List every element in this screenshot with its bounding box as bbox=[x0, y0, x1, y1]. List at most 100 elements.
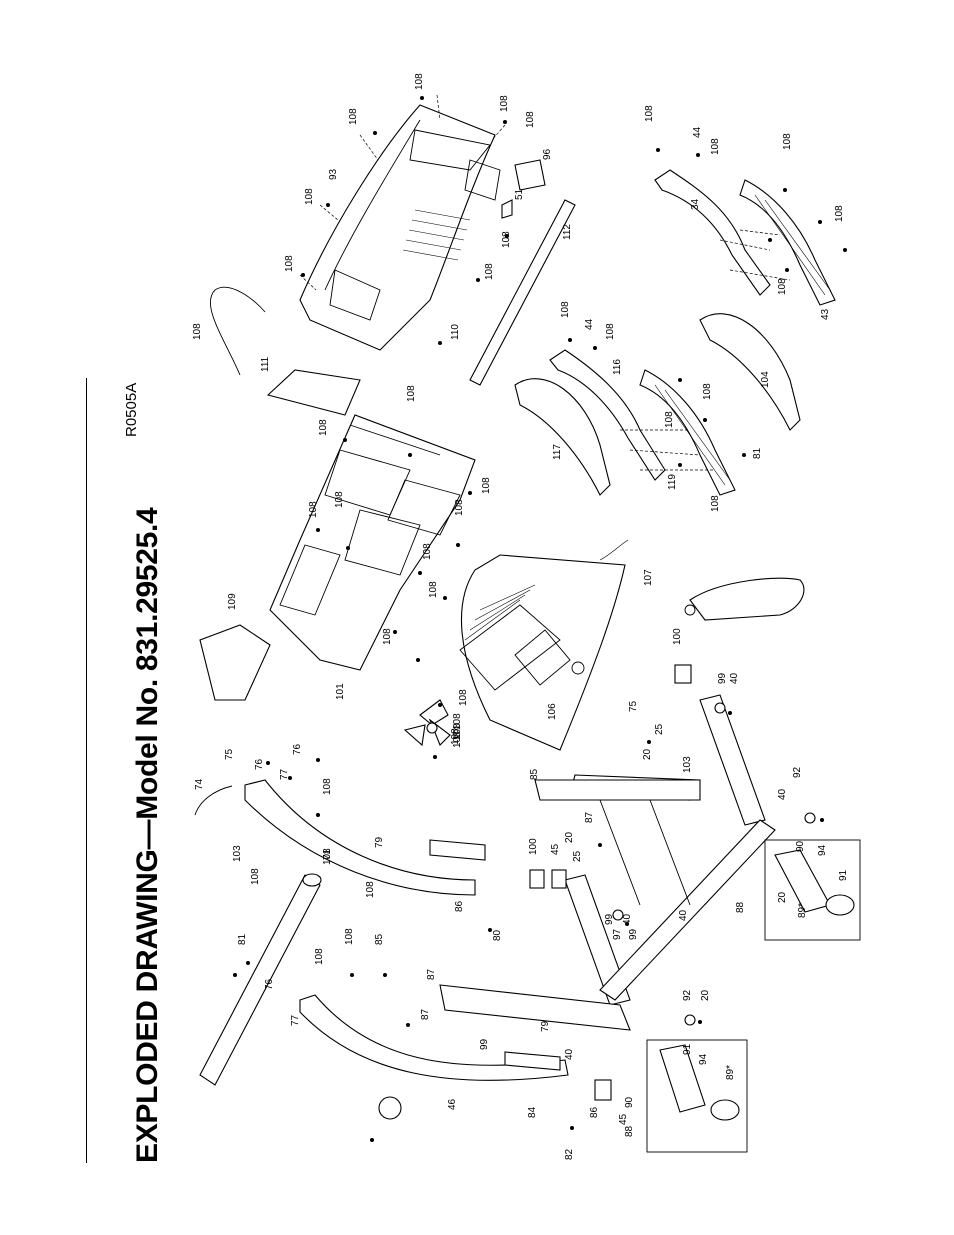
part-number-label: 108 bbox=[605, 323, 616, 340]
upright-84 bbox=[299, 994, 569, 1081]
console-base-101 bbox=[269, 414, 476, 671]
part-number-label: 112 bbox=[562, 224, 573, 240]
part-number-label: 108 bbox=[322, 778, 333, 795]
part-number-label: 108 bbox=[501, 231, 512, 248]
part-number-label: 107 bbox=[643, 569, 654, 586]
part-82 bbox=[378, 1096, 402, 1120]
part-number-label: 108 bbox=[382, 628, 393, 645]
part-number-label: 89* bbox=[797, 903, 808, 918]
channel-110 bbox=[469, 199, 576, 386]
part-number-label: 76 bbox=[254, 758, 265, 770]
console-107 bbox=[459, 539, 629, 751]
part-number-label: 108 bbox=[334, 491, 345, 508]
part-number-label: 75 bbox=[628, 700, 639, 712]
part-number-label: 99 bbox=[604, 913, 615, 925]
part-number-label: 90 bbox=[624, 1096, 635, 1108]
part-number-label: 108 bbox=[710, 495, 721, 512]
part-number-label: 81 bbox=[237, 933, 248, 945]
part-number-label: 87 bbox=[420, 1008, 431, 1020]
part-number-label: 97 bbox=[612, 928, 623, 940]
part-number-label: 108 bbox=[560, 301, 571, 318]
part-number-label: 108 bbox=[250, 868, 261, 885]
handrail-grip-43 bbox=[739, 179, 836, 306]
part-number-label: 91 bbox=[838, 869, 849, 881]
part-number-label: 101 bbox=[335, 683, 346, 700]
part-number-label: 92 bbox=[682, 989, 693, 1001]
part-number-label: 110 bbox=[450, 324, 461, 340]
part-number-label: 108 bbox=[782, 133, 793, 150]
part-number-label: 44 bbox=[692, 126, 703, 138]
part-number-label: 108 bbox=[365, 881, 376, 898]
part-number-label: 40 bbox=[729, 672, 740, 684]
part-number-label: 20 bbox=[777, 891, 788, 903]
part-number-label: 40 bbox=[777, 788, 788, 800]
part-number-label: 108 bbox=[452, 723, 463, 740]
part-number-label: 103 bbox=[682, 756, 693, 773]
small-part-51 bbox=[501, 199, 513, 219]
wire-74 bbox=[194, 785, 233, 816]
part-number-label: 111 bbox=[260, 356, 271, 372]
part-number-label: 79 bbox=[540, 1020, 551, 1032]
part-number-label: 108 bbox=[308, 501, 319, 518]
part-number-label: 103 bbox=[232, 845, 243, 862]
part-number-label: 108 bbox=[344, 928, 355, 945]
part-number-label: 90 bbox=[795, 840, 806, 852]
bracket-79-right bbox=[429, 839, 486, 861]
cover-117 bbox=[514, 378, 611, 496]
wire-112 bbox=[210, 286, 266, 376]
part-number-label: 92 bbox=[792, 766, 803, 778]
part-number-label: 87 bbox=[584, 811, 595, 823]
part-number-label: 93 bbox=[328, 168, 339, 180]
part-number-label: 108 bbox=[450, 728, 461, 745]
part-number-label: 100 bbox=[672, 628, 683, 645]
part-number-label: 25 bbox=[572, 850, 583, 862]
part-number-label: 108 bbox=[834, 205, 845, 222]
part-number-label: 108 bbox=[525, 111, 536, 128]
bracket-79-left bbox=[504, 1051, 561, 1071]
part-number-label: 108 bbox=[664, 411, 675, 428]
part-number-label: 108 bbox=[192, 323, 203, 340]
part-number-label: 108 bbox=[644, 105, 655, 122]
decal-104 bbox=[689, 577, 805, 621]
part-number-label: 99 bbox=[479, 1038, 490, 1050]
part-number-label: 108 bbox=[710, 138, 721, 155]
part-number-label: 46 bbox=[447, 1098, 458, 1110]
part-number-label: 84 bbox=[527, 1106, 538, 1118]
part-number-label: 94 bbox=[817, 844, 828, 856]
part-number-label: 109 bbox=[227, 593, 238, 610]
part-number-label: 108 bbox=[314, 948, 325, 965]
part-number-label: 108 bbox=[422, 543, 433, 560]
part-number-label: 79 bbox=[374, 836, 385, 848]
part-number-label: 20 bbox=[700, 989, 711, 1001]
part-number-label: 100 bbox=[528, 838, 539, 855]
part-number-label: 108 bbox=[318, 419, 329, 436]
part-number-label: 51 bbox=[514, 188, 525, 200]
roller-71 bbox=[199, 874, 321, 1086]
part-number-label: 91 bbox=[682, 1043, 693, 1055]
part-number-label: 25 bbox=[654, 723, 665, 735]
handrail-116 bbox=[549, 349, 666, 481]
part-number-label: 74 bbox=[194, 778, 205, 790]
part-number-label: 87 bbox=[426, 968, 437, 980]
part-number-label: 40 bbox=[622, 913, 633, 925]
part-number-label: 76 bbox=[292, 743, 303, 755]
wheel-kit-box-left bbox=[646, 1039, 748, 1153]
tray-111 bbox=[266, 369, 361, 416]
part-number-label: 104 bbox=[760, 371, 771, 388]
part-number-label: 108 bbox=[322, 848, 333, 865]
handrail-grip-119 bbox=[639, 369, 736, 496]
part-number-label: 108 bbox=[406, 385, 417, 402]
part-number-label: 108 bbox=[414, 73, 425, 90]
part-number-label: 85 bbox=[374, 933, 385, 945]
part-number-label: 117 bbox=[552, 444, 563, 460]
part-number-label: 34 bbox=[690, 198, 701, 210]
part-number-label: 94 bbox=[698, 1053, 709, 1065]
hood-bracket-96 bbox=[514, 159, 546, 191]
part-number-label: 89* bbox=[725, 1065, 736, 1080]
part-number-label: 40 bbox=[564, 1048, 575, 1060]
part-number-label: 108 bbox=[452, 713, 463, 730]
part-number-label: 108 bbox=[484, 263, 495, 280]
part-number-label: 45 bbox=[618, 1113, 629, 1125]
part-number-label: 20 bbox=[564, 831, 575, 843]
